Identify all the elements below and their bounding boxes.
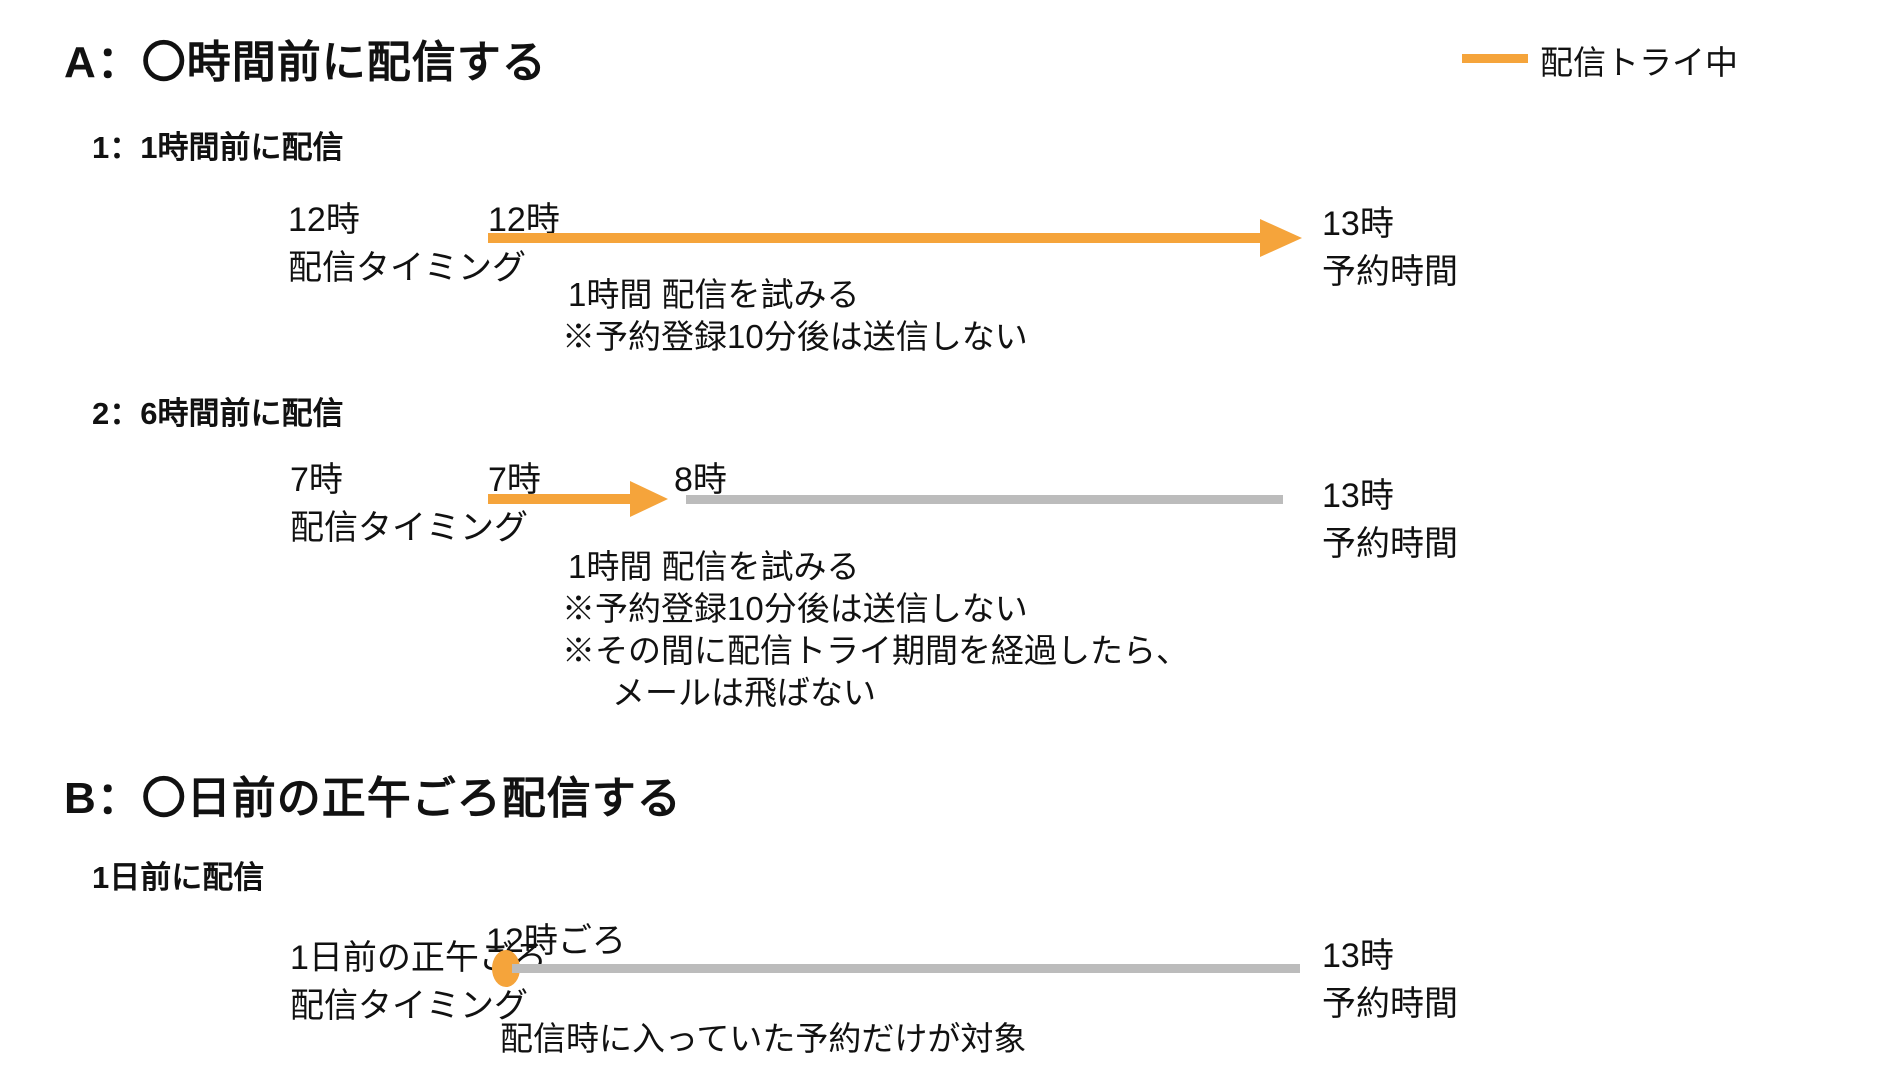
case-b1-wait-line: [512, 964, 1300, 973]
case-a2-try-start-time: 7時: [488, 461, 541, 499]
case-a1-heading: 1：1時間前に配信: [92, 130, 344, 165]
case-b1-end-label: 予約時間: [1322, 985, 1458, 1023]
section-b-title: B：〇日前の正午ごろ配信する: [64, 774, 682, 823]
case-a1-note: ※予約登録10分後は送信しない: [562, 318, 1028, 355]
case-b1-note: 配信時に入っていた予約だけが対象: [500, 1020, 1027, 1057]
case-a2-end-label: 予約時間: [1322, 525, 1458, 563]
case-b1-start-label-line2: 配信タイミング: [290, 987, 528, 1025]
section-a-title: A：〇時間前に配信する: [64, 38, 547, 87]
case-a2-end-time: 13時: [1322, 477, 1394, 515]
case-a2-arrow-head-icon: [630, 481, 668, 517]
case-a2-start-label: 配信タイミング: [290, 509, 528, 547]
case-a2-note: メールは飛ばない: [612, 674, 876, 711]
case-a2-wait-line: [686, 495, 1283, 504]
case-a1-arrow-head-icon: [1260, 219, 1302, 257]
case-a2-note: ※予約登録10分後は送信しない: [562, 590, 1028, 627]
case-a1-start-time: 12時: [288, 201, 360, 239]
legend-line-swatch-icon: [1462, 54, 1528, 63]
case-a2-start-time: 7時: [290, 461, 343, 499]
case-a2-note: 1時間 配信を試みる: [568, 548, 860, 585]
case-a1-note: 1時間 配信を試みる: [568, 276, 860, 313]
legend-label: 配信トライ中: [1540, 44, 1738, 81]
case-b1-heading: 1日前に配信: [92, 860, 265, 895]
case-a1-end-label: 予約時間: [1322, 253, 1458, 291]
case-a1-end-time: 13時: [1322, 205, 1394, 243]
case-b1-end-time: 13時: [1322, 937, 1394, 975]
case-a2-try-line: [488, 494, 632, 504]
case-a2-note: ※その間に配信トライ期間を経過したら、: [562, 632, 1189, 669]
case-a2-heading: 2：6時間前に配信: [92, 396, 344, 431]
case-a2-try-end-time: 8時: [674, 461, 727, 499]
case-a1-start-label: 配信タイミング: [288, 249, 526, 287]
case-a1-try-line: [488, 233, 1262, 243]
case-a1-try-start-time: 12時: [488, 201, 560, 239]
